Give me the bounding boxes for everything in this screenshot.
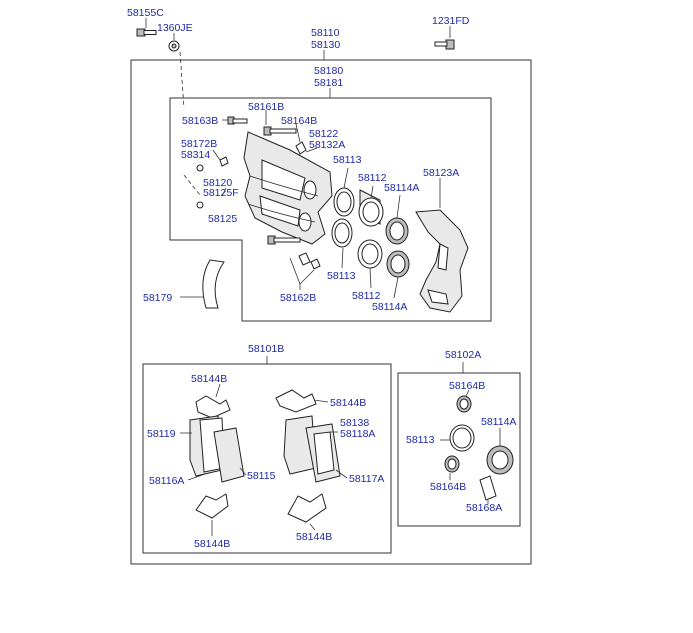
label-58114A-upper: 58114A [384, 182, 419, 194]
dust-boot-upper-icon [385, 217, 409, 245]
label-58116A: 58116A [149, 475, 184, 487]
label-58101B: 58101B [248, 343, 284, 355]
label-58123A: 58123A [423, 167, 459, 179]
label-58130: 58130 [311, 39, 340, 51]
caliper-body-icon [243, 131, 333, 245]
label-58144B-bottom-left: 58144B [194, 538, 230, 550]
brake-pad-outer-left-icon [213, 427, 245, 483]
label-58144B-bottom-right: 58144B [296, 531, 332, 543]
label-58162B: 58162B [280, 292, 316, 304]
guide-bolt-58162B-icon [267, 235, 321, 270]
label-1231FD: 1231FD [432, 15, 470, 27]
label-58117A: 58117A [349, 473, 384, 485]
label-58125: 58125 [208, 213, 237, 225]
label-58172B: 58172B [181, 138, 217, 150]
pad-clips-bottom-right-icon [287, 493, 327, 523]
label-58314: 58314 [181, 149, 210, 161]
washer-1360JE-icon [168, 40, 180, 52]
label-58112-upper: 58112 [358, 172, 387, 184]
label-58125F: 58125F [203, 187, 239, 199]
label-58132A: 58132A [309, 139, 345, 151]
carrier-bracket-58123A-icon [415, 209, 469, 313]
label-58114A-kit: 58114A [481, 416, 516, 428]
label-58115: 58115 [247, 470, 276, 482]
label-58164B-kit-top: 58164B [449, 380, 485, 392]
sleeve-58168A-icon [479, 475, 497, 501]
piston-lower-icon [357, 239, 383, 269]
label-58113-upper: 58113 [333, 154, 362, 166]
piston-seal-lower-icon [331, 218, 353, 248]
piston-upper-icon [358, 189, 384, 227]
main-assembly-frame [130, 59, 532, 565]
guide-bolt-58161B-icon [263, 126, 307, 155]
bleeder-screw-icon [196, 156, 229, 209]
label-58113-lower: 58113 [327, 270, 356, 282]
dust-boot-58114A-icon [486, 445, 514, 475]
label-58155C: 58155C [127, 7, 164, 19]
seal-ring-58113-icon [449, 424, 475, 452]
pad-kit-frame [142, 363, 392, 554]
label-1360JE: 1360JE [157, 22, 193, 34]
boot-58164B-bottom-icon [444, 455, 460, 473]
label-58102A: 58102A [445, 349, 481, 361]
label-58138: 58138 [340, 417, 369, 429]
label-58118A: 58118A [340, 428, 375, 440]
label-58120: 58120 [203, 177, 232, 189]
label-58144B-top-right: 58144B [330, 397, 366, 409]
pad-clips-top-right-icon [275, 389, 317, 413]
label-58112-lower: 58112 [352, 290, 381, 302]
label-58119: 58119 [147, 428, 176, 440]
label-58164B-kit-bottom: 58164B [430, 481, 466, 493]
bolt-1231FD-icon [434, 39, 455, 50]
label-58180: 58180 [314, 65, 343, 77]
pad-clips-bottom-left-icon [195, 493, 229, 519]
anti-squeal-shim-58179-icon [202, 259, 225, 309]
seal-kit-frame [397, 372, 521, 527]
pad-clips-top-left-icon [195, 395, 231, 419]
label-58164B-top: 58164B [281, 115, 317, 127]
label-58114A-lower: 58114A [372, 301, 407, 313]
label-58161B: 58161B [248, 101, 284, 113]
label-58179: 58179 [143, 292, 172, 304]
brake-pad-inner-left-icon [189, 415, 225, 477]
label-58122: 58122 [309, 128, 338, 140]
dust-boot-lower-icon [386, 250, 410, 278]
piston-seal-upper-icon [333, 187, 355, 217]
bolt-58155C-icon [136, 28, 157, 37]
boot-58164B-top-icon [456, 395, 472, 413]
label-58163B: 58163B [182, 115, 218, 127]
label-58168A: 58168A [466, 502, 502, 514]
label-58113-kit: 58113 [406, 434, 435, 446]
brake-pad-outer-right-icon [305, 423, 341, 483]
caliper-assembly-frame [169, 97, 492, 322]
label-58181: 58181 [314, 77, 343, 89]
label-58110: 58110 [311, 27, 340, 39]
label-58144B-top-left: 58144B [191, 373, 227, 385]
bolt-58163B-icon [227, 116, 248, 125]
